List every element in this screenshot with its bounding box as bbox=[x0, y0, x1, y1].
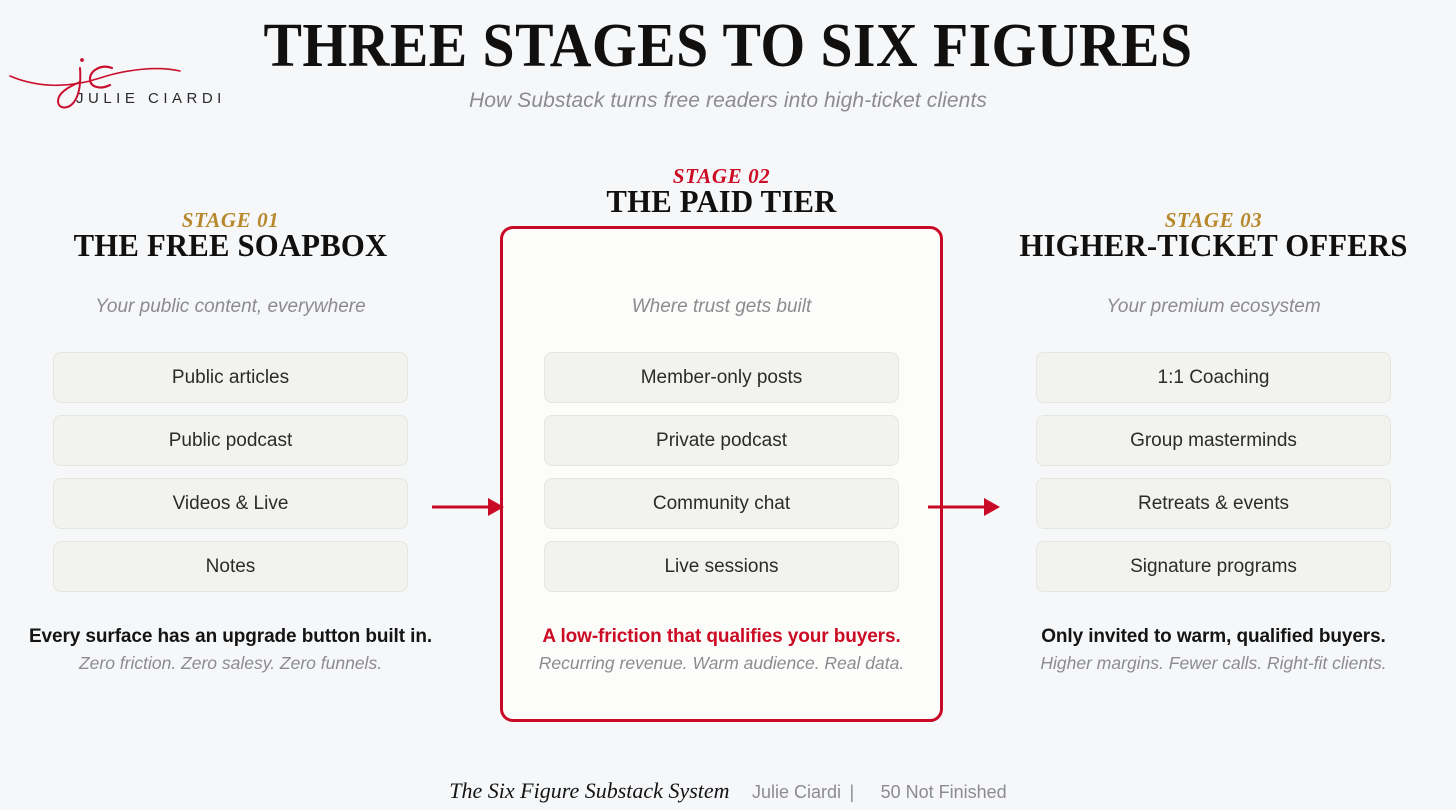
stage-caption-main-03: Only invited to warm, qualified buyers. bbox=[1041, 626, 1386, 647]
page-footer: The Six Figure Substack System Julie Cia… bbox=[0, 778, 1456, 804]
list-item[interactable]: 1:1 Coaching bbox=[1036, 352, 1391, 403]
list-item[interactable]: Member-only posts bbox=[544, 352, 899, 403]
brand-logo: JULIE CIARDI bbox=[8, 48, 228, 118]
stage-title-03: HIGHER-TICKET OFFERS bbox=[1019, 227, 1408, 263]
stage-caption-main-01: Every surface has an upgrade button buil… bbox=[28, 626, 433, 647]
list-item[interactable]: Group masterminds bbox=[1036, 415, 1391, 466]
stage-title-02: THE PAID TIER bbox=[606, 183, 837, 219]
stage-caption-sub-03: Higher margins. Fewer calls. Right-fit c… bbox=[1040, 653, 1387, 673]
list-item[interactable]: Live sessions bbox=[544, 541, 899, 592]
list-item[interactable]: Public articles bbox=[53, 352, 408, 403]
stage-subtitle-03: Your premium ecosystem bbox=[1106, 296, 1321, 317]
stage-caption-sub-01: Zero friction. Zero salesy. Zero funnels… bbox=[78, 653, 383, 673]
list-item[interactable]: Private podcast bbox=[544, 415, 899, 466]
arrow-right-icon-stage2-to-stage3 bbox=[928, 494, 1000, 525]
list-item[interactable]: Videos & Live bbox=[53, 478, 408, 529]
stage-caption-02: A low-friction that qualifies your buyer… bbox=[500, 626, 943, 674]
arrow-right-icon-stage1-to-stage2 bbox=[432, 494, 504, 525]
list-item[interactable]: Signature programs bbox=[1036, 541, 1391, 592]
list-item[interactable]: Retreats & events bbox=[1036, 478, 1391, 529]
stage-caption-03: Only invited to warm, qualified buyers. … bbox=[992, 626, 1435, 674]
stage-subtitle-02: Where trust gets built bbox=[631, 296, 812, 317]
stage-caption-sub-02: Recurring revenue. Warm audience. Real d… bbox=[538, 653, 905, 673]
page-subtitle: How Substack turns free readers into hig… bbox=[469, 89, 987, 113]
list-item[interactable]: Notes bbox=[53, 541, 408, 592]
stage-items-02: Member-only posts Private podcast Commun… bbox=[544, 352, 899, 604]
stage-label-02: STAGE 02 bbox=[672, 164, 771, 188]
footer-system-title: The Six Figure Substack System bbox=[449, 778, 730, 803]
footer-separator: | bbox=[849, 782, 855, 802]
page-title: THREE STAGES TO SIX FIGURES bbox=[263, 12, 1193, 80]
stage-label-03: STAGE 03 bbox=[1164, 208, 1263, 232]
jc-monogram-icon bbox=[9, 58, 181, 109]
stage-items-01: Public articles Public podcast Videos & … bbox=[53, 352, 408, 604]
stage-label-01: STAGE 01 bbox=[181, 208, 280, 232]
stage-items-03: 1:1 Coaching Group masterminds Retreats … bbox=[1036, 352, 1391, 604]
stage-subtitle-01: Your public content, everywhere bbox=[95, 296, 366, 317]
list-item[interactable]: Community chat bbox=[544, 478, 899, 529]
paid-tier-highlight-box bbox=[500, 226, 943, 722]
stage-title-01: THE FREE SOAPBOX bbox=[73, 227, 388, 263]
stage-caption-01: Every surface has an upgrade button buil… bbox=[9, 626, 452, 674]
footer-author: Julie Ciardi bbox=[751, 782, 842, 802]
logo-wordmark: JULIE CIARDI bbox=[76, 90, 226, 107]
list-item[interactable]: Public podcast bbox=[53, 415, 408, 466]
page-header: THREE STAGES TO SIX FIGURES How Substack… bbox=[0, 12, 1456, 113]
footer-publication: 50 Not Finished bbox=[880, 782, 1007, 802]
stage-caption-main-02: A low-friction that qualifies your buyer… bbox=[542, 626, 901, 647]
